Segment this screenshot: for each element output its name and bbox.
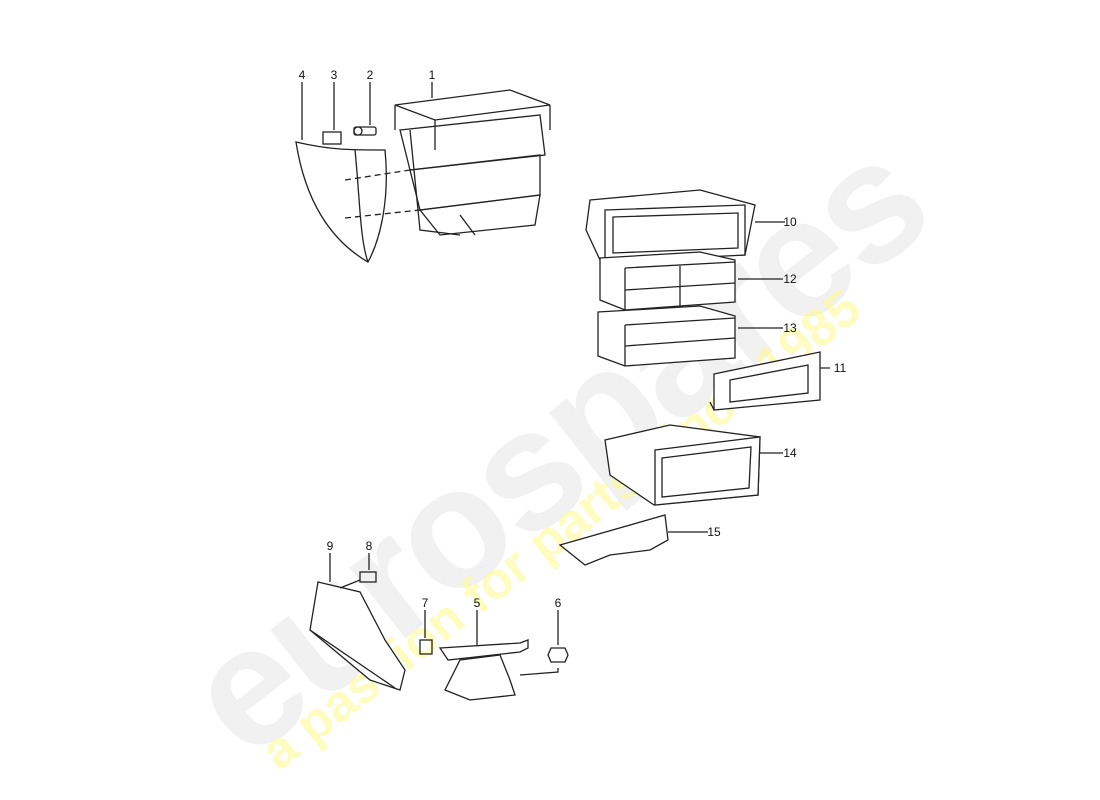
- callout-3: 3: [330, 68, 338, 82]
- callout-15: 15: [707, 525, 721, 539]
- callout-13: 13: [783, 321, 797, 335]
- part-10: [585, 189, 785, 263]
- part-12: [599, 251, 783, 311]
- callout-9: 9: [326, 539, 334, 553]
- callout-10: 10: [783, 215, 797, 229]
- callout-5: 5: [473, 596, 481, 610]
- callout-1: 1: [428, 68, 436, 82]
- callout-8: 8: [365, 539, 373, 553]
- part-5: [438, 610, 529, 701]
- part-15: [558, 514, 708, 566]
- callout-14: 14: [783, 446, 797, 460]
- part-9: [309, 553, 406, 691]
- part-13: [597, 305, 783, 367]
- part-1-frame: [394, 89, 551, 236]
- callout-6: 6: [554, 596, 562, 610]
- callout-12: 12: [783, 272, 797, 286]
- callout-4: 4: [298, 68, 306, 82]
- callout-2: 2: [366, 68, 374, 82]
- part-11: [709, 351, 830, 411]
- part-14: [604, 424, 783, 506]
- callout-11: 11: [833, 361, 847, 375]
- callout-7: 7: [421, 596, 429, 610]
